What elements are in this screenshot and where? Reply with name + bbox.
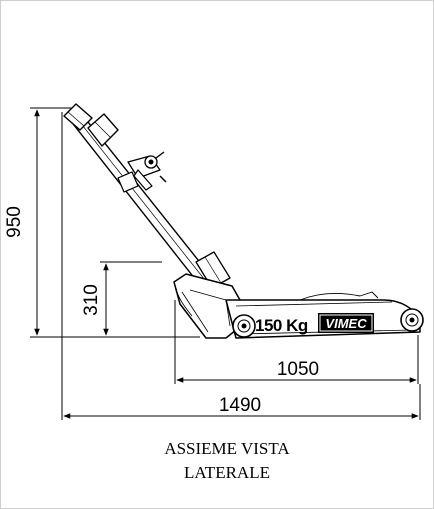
brand-logo: VIMEC <box>318 313 374 333</box>
dim-1490-label: 1490 <box>219 395 261 416</box>
dimension-950: 950 <box>4 107 200 338</box>
rear-wheel <box>400 308 424 332</box>
dim-310-label: 310 <box>81 284 102 316</box>
dimension-310: 310 <box>81 261 162 336</box>
handle-column <box>63 103 223 299</box>
brand-logo-text: VIMEC <box>325 316 367 331</box>
capacity-label: 150 Kg <box>255 316 308 335</box>
caption-line-1: ASSIEME VISTA <box>164 439 290 458</box>
stair-climber-illustration <box>63 103 424 339</box>
clamp-assembly <box>117 151 167 193</box>
front-wheel <box>232 314 256 338</box>
dimension-1050: 1050 <box>174 300 419 384</box>
dim-950-label: 950 <box>4 206 25 238</box>
dim-1050-label: 1050 <box>277 359 319 380</box>
caption-line-2: LATERALE <box>184 463 270 482</box>
dimension-1490: 1490 <box>61 112 421 420</box>
